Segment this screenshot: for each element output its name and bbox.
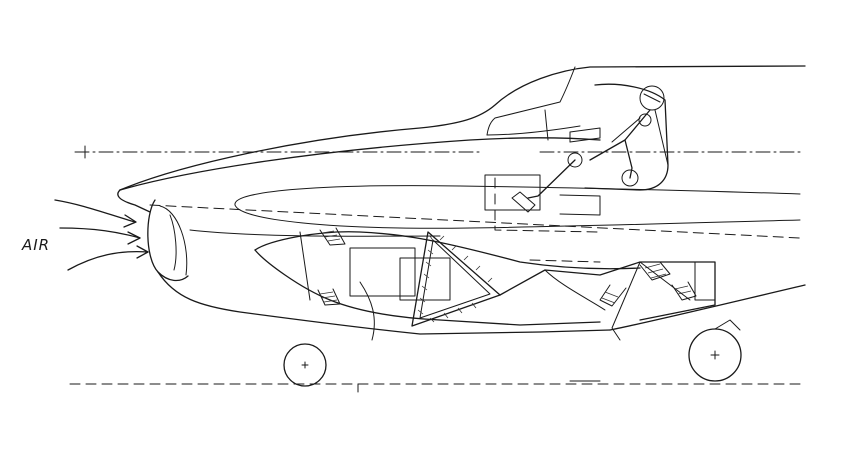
airflow-arrows	[54, 199, 149, 271]
air-label: AIR	[21, 236, 50, 254]
main-gear-bay	[499, 259, 716, 341]
hatched-bay	[411, 231, 501, 327]
intake-nose	[117, 189, 611, 335]
cockpit-pilot	[484, 83, 669, 233]
upper-fuselage	[119, 65, 806, 191]
ground-line	[69, 380, 801, 393]
hatched-struts	[317, 227, 697, 307]
engine-compartment	[254, 231, 641, 341]
intake-duct	[234, 185, 801, 229]
lower-fuselage	[189, 229, 806, 331]
nose-wheel	[283, 343, 327, 387]
main-wheel	[688, 319, 742, 382]
reference-lines	[74, 145, 801, 239]
